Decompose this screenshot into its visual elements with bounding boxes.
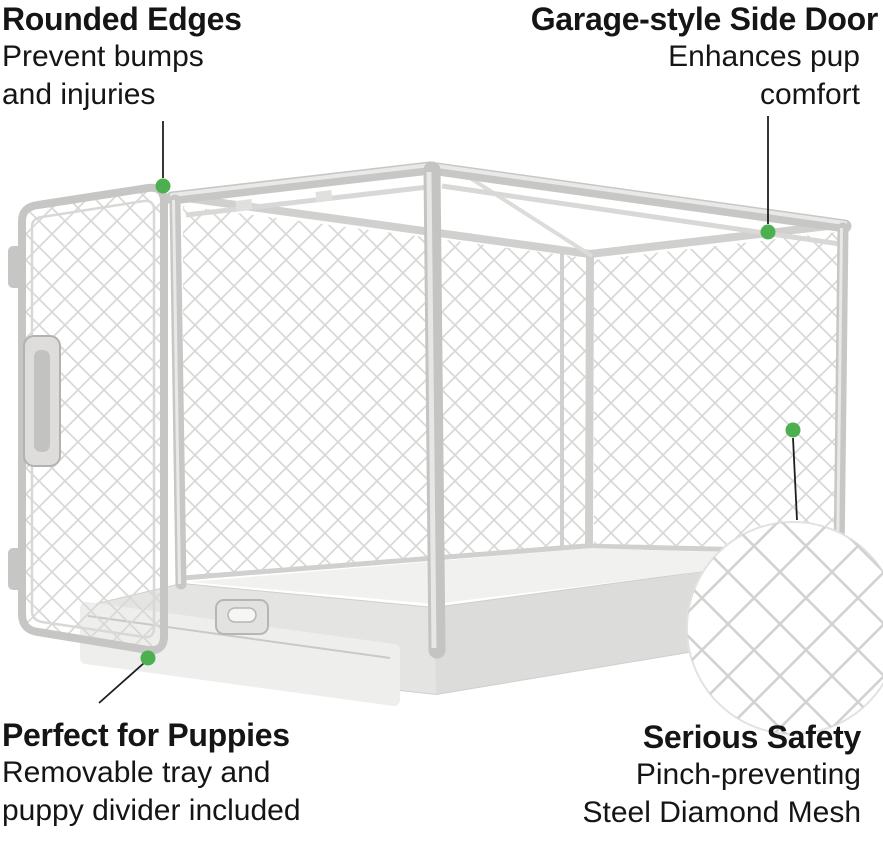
door-inner-frame [30,199,156,639]
door-track-front [185,184,429,218]
interior-post [585,255,594,547]
track-bracket [315,190,333,202]
connector-safety [792,437,798,521]
callout-side-door: Garage-style Side Door Enhances pup comf… [530,0,879,114]
door-latch-slide [34,350,50,452]
connector-tray [98,662,145,704]
callout-text-line: comfort [759,78,860,111]
mesh-back-wall [594,232,838,552]
crate-frame [165,161,852,659]
marker-safety-icon [785,422,801,438]
mesh-left-wall [183,206,586,578]
inset-mesh [687,522,883,734]
back-right-post-highlight [836,227,843,561]
feature-markers [140,178,801,666]
callout-text-line: Steel Diamond Mesh [582,796,861,829]
front-left-post-highlight [172,199,181,585]
crate-door-open [8,183,168,655]
callout-title: Perfect for Puppies [2,717,290,753]
mesh-detail-inset [686,521,883,735]
callout-connectors [98,116,798,704]
track-bracket [235,199,253,211]
callout-text-line: Prevent bumps [2,40,204,73]
callout-rounded-edges: Rounded Edges Prevent bumps and injuries [2,0,242,114]
marker-tray-icon [140,650,156,666]
door-hinge-bottom [8,548,26,590]
callout-text-line: and injuries [2,78,156,111]
front-right-post-highlight [426,171,437,649]
callout-title: Serious Safety [642,719,861,755]
marker-rounded-edges-icon [155,178,171,194]
callout-text-line: Enhances pup [668,40,860,73]
callout-perfect-for-puppies: Perfect for Puppies Removable tray and p… [2,716,301,830]
callout-serious-safety: Serious Safety Pinch-preventing Steel Di… [582,718,862,832]
door-hinge-top [8,246,26,288]
crate-mesh-walls [183,206,838,578]
front-right-post [423,161,446,659]
interior-bottom-rail-left [182,543,587,581]
callout-text-line: Removable tray and [2,756,271,789]
base-floor [190,548,830,604]
tray-handle [215,599,269,635]
callout-text-line: puppy divider included [2,794,301,827]
callout-title: Rounded Edges [2,1,242,37]
tray-handle-slot [227,607,257,623]
callout-text-line: Pinch-preventing [635,758,861,791]
marker-side-door-icon [760,224,776,240]
door-latch [23,335,61,467]
callout-title: Garage-style Side Door [530,1,879,37]
